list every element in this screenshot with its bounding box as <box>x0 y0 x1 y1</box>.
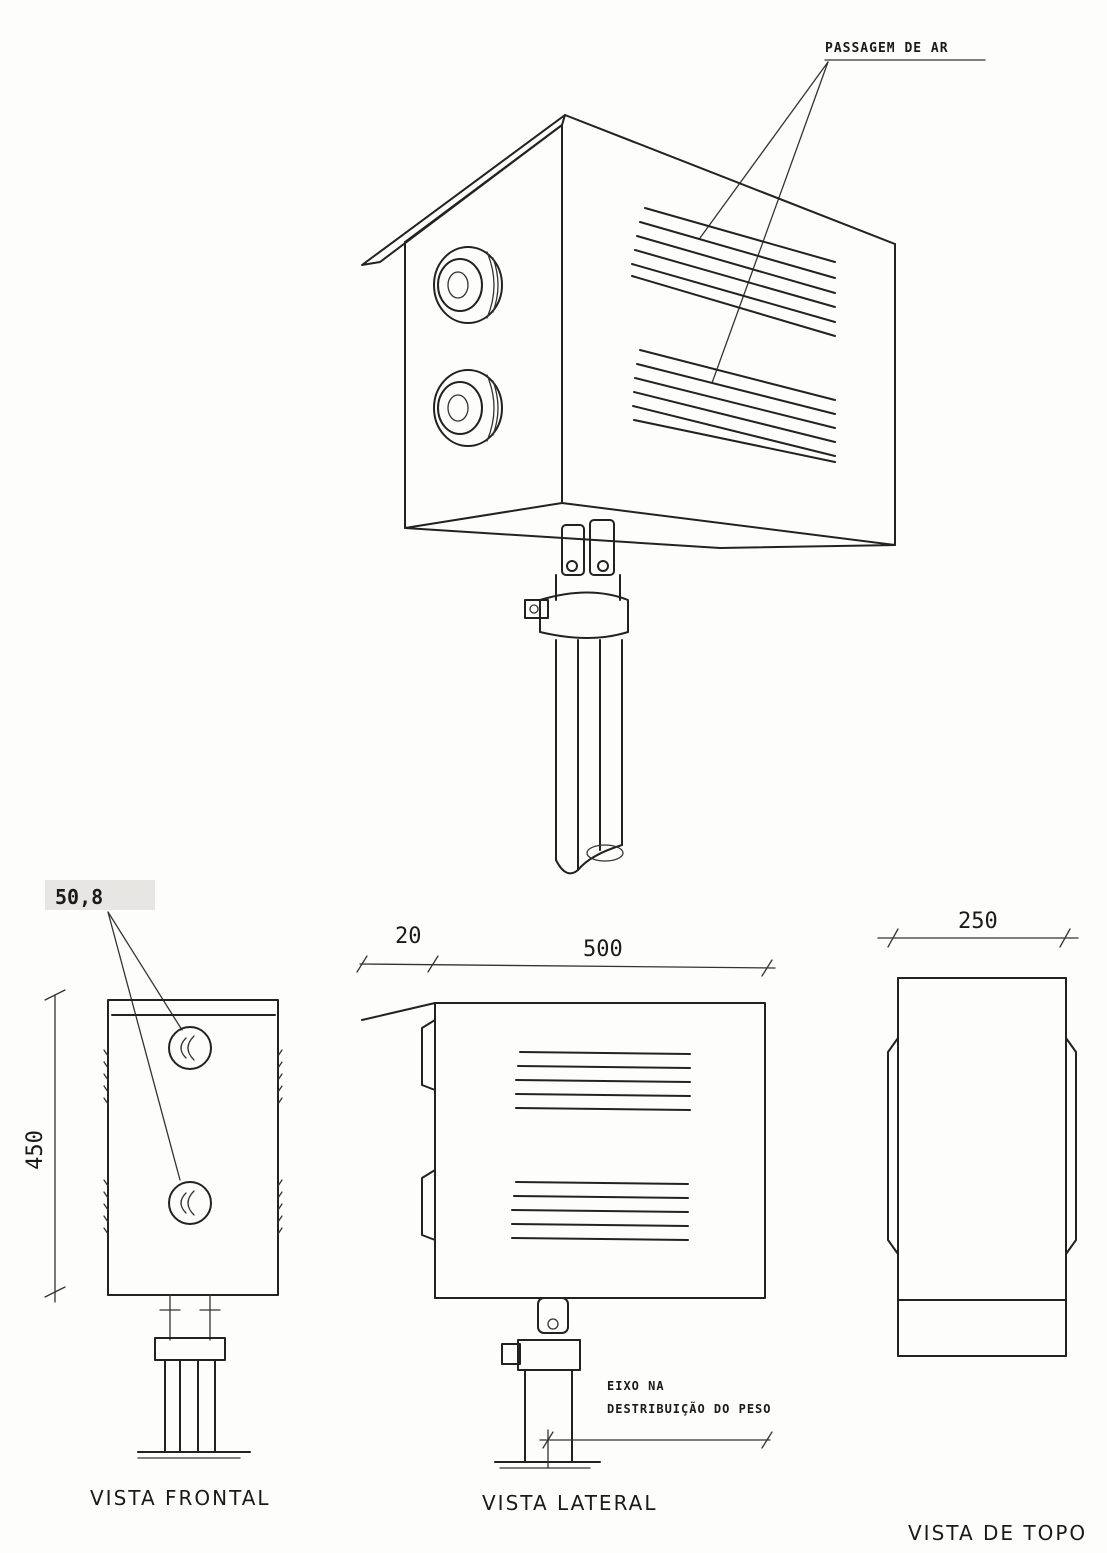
cable-gland-lower <box>433 369 503 447</box>
height-dimension-label: 450 <box>23 1130 48 1170</box>
axis-note-line2: DESTRIBUIÇÃO DO PESO <box>607 1401 772 1416</box>
axis-dimension-line <box>539 1429 773 1469</box>
front-gland-lower <box>168 1181 212 1225</box>
box-body <box>404 124 896 549</box>
front-view: 50,8 450 <box>23 880 283 1459</box>
caption-top-view: VISTA DE TOPO <box>908 1521 1087 1545</box>
front-box <box>103 999 283 1296</box>
top-box <box>887 977 1077 1357</box>
width-dimension-line <box>877 928 1079 948</box>
cable-gland-upper <box>433 246 503 324</box>
pole-mount <box>524 519 629 639</box>
air-passage-label: PASSAGEM DE AR <box>825 41 949 56</box>
louvre-upper <box>631 207 836 337</box>
height-dimension-line <box>44 989 66 1303</box>
front-pole <box>137 1294 251 1459</box>
length-dimension-line <box>356 955 776 977</box>
pole <box>555 639 624 875</box>
width-dimension-label: 250 <box>958 909 998 934</box>
overhang-dimension-label: 20 <box>395 924 422 949</box>
diameter-leader <box>107 911 183 1181</box>
length-dimension-label: 500 <box>583 937 623 962</box>
side-pole <box>494 1297 601 1469</box>
side-box <box>361 1002 766 1299</box>
louvre-lower <box>632 349 836 463</box>
roof <box>361 114 896 266</box>
air-passage-leader <box>699 59 986 384</box>
caption-side-view: VISTA LATERAL <box>482 1491 657 1515</box>
isometric-view: PASSAGEM DE AR <box>361 41 986 875</box>
side-louvre-upper <box>515 1051 691 1111</box>
side-view: 20 500 EIXO NA DES <box>356 924 776 1469</box>
diameter-label-bg <box>45 880 155 910</box>
caption-front-view: VISTA FRONTAL <box>90 1486 271 1510</box>
front-gland-upper <box>168 1026 212 1070</box>
axis-note-line1: EIXO NA <box>607 1379 665 1393</box>
top-view: 250 <box>877 909 1079 1357</box>
diameter-label: 50,8 <box>55 885 103 909</box>
side-louvre-lower <box>511 1181 689 1241</box>
